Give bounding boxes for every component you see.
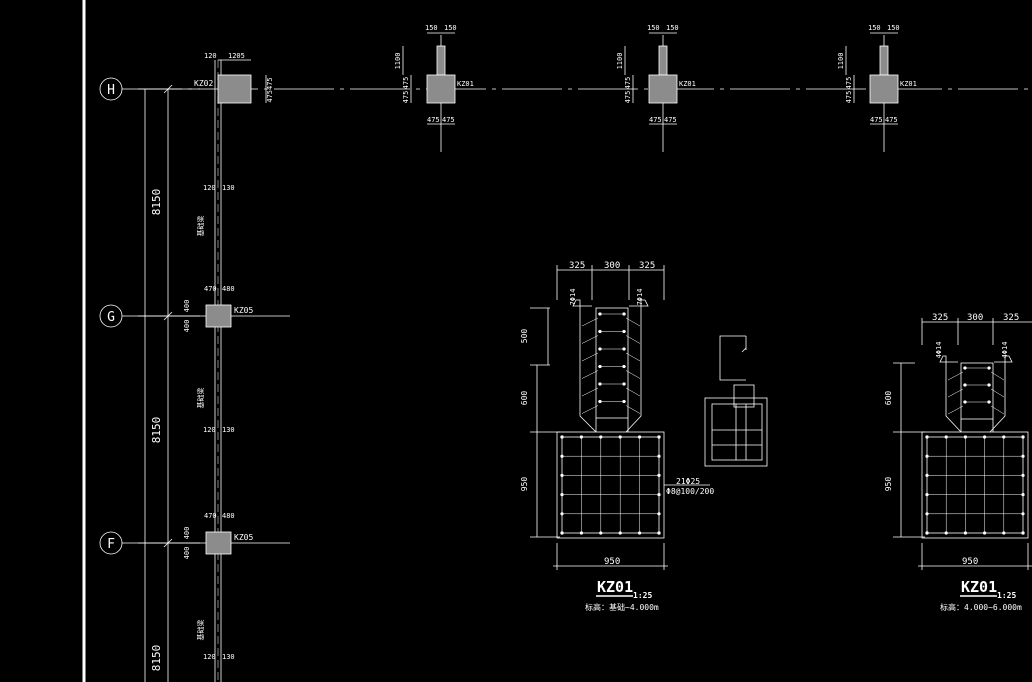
kz05-g-w1: 470 xyxy=(204,285,217,293)
s2-rebar-l: 4Φ14 xyxy=(935,342,943,359)
kz05-g-d1: 400 xyxy=(183,300,191,313)
top-col-d1: 475 xyxy=(624,77,632,90)
kz05-g-label: KZ05 xyxy=(234,306,253,315)
top-col-b2: 475 xyxy=(885,116,898,124)
section-kz01-2[interactable]: 325 300 325 4Φ14 4Φ14 600 950 950 KZ01 1… xyxy=(884,313,1032,612)
top-col-b1: 475 xyxy=(427,116,440,124)
kz05-f-w1: 470 xyxy=(204,512,217,520)
column-kz05-g[interactable]: KZ05 470 480 400 400 xyxy=(183,285,253,332)
wall-note-3: 基础梁 xyxy=(196,620,205,641)
wall-note-1: 基础梁 xyxy=(196,216,205,237)
kz05-f-d2: 400 xyxy=(183,547,191,560)
s1-dim-500: 500 xyxy=(520,329,529,344)
axis-h: H xyxy=(99,77,1032,101)
kz02-depth: 475475 xyxy=(266,77,274,102)
top-col-stub-h: 1100 xyxy=(394,53,402,70)
span-middle: 8150 xyxy=(150,417,163,444)
s1-elev: 标高：基础~4.000m xyxy=(585,602,659,612)
s1-scale: 1:25 xyxy=(633,591,652,600)
top-col-stub-w2: 150 xyxy=(887,24,900,32)
kz05-g-w2: 480 xyxy=(222,285,235,293)
kz02-label: KZ02 xyxy=(194,79,213,88)
s2-elev: 标高：4.000~6.000m xyxy=(940,602,1022,612)
top-col-d1: 475 xyxy=(845,77,853,90)
top-col-d2: 475 xyxy=(402,91,410,104)
s1-rebar-note-1: 21Φ25 xyxy=(676,477,700,486)
kz02-offset: 120 xyxy=(204,52,217,60)
top-col-label: KZ01 xyxy=(457,80,474,88)
s2-top-2: 300 xyxy=(967,313,983,323)
span-dimensions: 8150 8150 8150 xyxy=(138,84,200,682)
s2-title: KZ01 xyxy=(961,578,997,596)
s1-top-1: 325 xyxy=(569,261,585,271)
s2-top-3: 325 xyxy=(1003,313,1019,323)
top-col-b1: 475 xyxy=(870,116,883,124)
top-col-stub-w1: 150 xyxy=(868,24,881,32)
s2-dim-950: 950 xyxy=(884,477,893,492)
wall-dim-1a: 120 xyxy=(203,184,216,192)
axis-h-label: H xyxy=(107,83,115,98)
top-col-stub-w2: 150 xyxy=(666,24,679,32)
s2-bottom-dim: 950 xyxy=(962,557,978,567)
wall-note-2: 基础梁 xyxy=(196,388,205,409)
axis-g-label: G xyxy=(107,310,115,325)
span-lower: 8150 xyxy=(150,645,163,672)
s1-title: KZ01 xyxy=(597,578,633,596)
kz05-f-d1: 400 xyxy=(183,527,191,540)
wall-dim-2c: 130 xyxy=(222,653,235,661)
s2-rebar-r: 4Φ14 xyxy=(1001,342,1009,359)
span-upper: 8150 xyxy=(150,189,163,216)
top-col-label: KZ01 xyxy=(679,80,696,88)
kz05-f-w2: 480 xyxy=(222,512,235,520)
stirrup-detail xyxy=(704,335,768,467)
wall-dim-2b: 130 xyxy=(222,426,235,434)
s1-bottom-dim: 950 xyxy=(604,557,620,567)
top-col-b2: 475 xyxy=(442,116,455,124)
s2-top-1: 325 xyxy=(932,313,948,323)
section-kz01-1[interactable]: 325 300 325 7Φ14 7Φ14 500 600 950 950 2 xyxy=(520,261,714,612)
s1-rebar-r: 7Φ14 xyxy=(636,289,644,306)
top-col-d1: 475 xyxy=(402,77,410,90)
kz05-g-d2: 400 xyxy=(183,320,191,333)
s1-rebar-l: 7Φ14 xyxy=(569,289,577,306)
top-col-b2: 475 xyxy=(664,116,677,124)
s1-dim-950: 950 xyxy=(520,477,529,492)
top-col-d2: 475 xyxy=(845,91,853,104)
top-col-stub-w1: 150 xyxy=(425,24,438,32)
top-col-stub-h: 1100 xyxy=(616,53,624,70)
top-col-b1: 475 xyxy=(649,116,662,124)
wall-dim-1c: 120 xyxy=(203,653,216,661)
wall-dim-1b: 120 xyxy=(203,426,216,434)
top-col-stub-w2: 150 xyxy=(444,24,457,32)
plan-wall xyxy=(214,60,222,682)
s1-top-3: 325 xyxy=(639,261,655,271)
s2-dim-600: 600 xyxy=(884,391,893,406)
top-col-d2: 475 xyxy=(624,91,632,104)
kz02-width: 1205 xyxy=(228,52,245,60)
top-col-stub-w1: 150 xyxy=(647,24,660,32)
wall-dim-2a: 130 xyxy=(222,184,235,192)
axis-f-label: F xyxy=(107,537,115,552)
top-col-label: KZ01 xyxy=(900,80,917,88)
s1-rebar-note-2: Φ8@100/200 xyxy=(666,487,714,496)
s1-dim-600: 600 xyxy=(520,391,529,406)
s1-top-2: 300 xyxy=(604,261,620,271)
top-col-stub-h: 1100 xyxy=(837,53,845,70)
s2-scale: 1:25 xyxy=(997,591,1016,600)
column-kz05-f[interactable]: KZ05 470 480 400 400 xyxy=(183,512,253,559)
column-kz02[interactable]: KZ02 120 1205 475475 xyxy=(194,52,274,104)
kz05-f-label: KZ05 xyxy=(234,533,253,542)
